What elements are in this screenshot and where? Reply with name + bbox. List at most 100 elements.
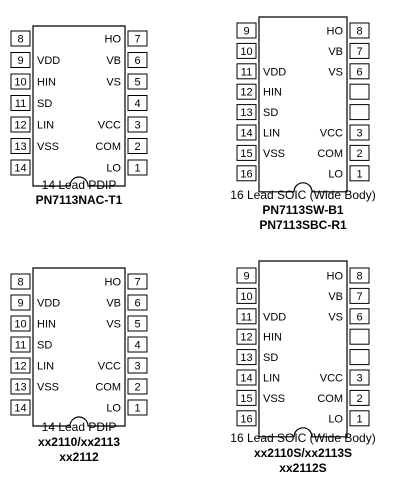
pin-number: 12: [240, 332, 252, 344]
pin-number: 10: [14, 319, 26, 331]
pin-number: 2: [134, 382, 140, 394]
pin-box: [236, 144, 257, 161]
pin-label: VDD: [37, 55, 60, 67]
pin-right: 4: [127, 95, 148, 111]
pin-right: 6VB: [106, 294, 148, 311]
pin-box: [236, 83, 257, 100]
pin-number: 2: [356, 393, 362, 405]
pin-label: VDD: [37, 298, 60, 310]
pin-right: 7VB: [328, 287, 370, 304]
pin-label: SD: [37, 98, 52, 110]
part-number: xx2110/xx2113: [38, 435, 120, 449]
pin-box: [236, 267, 257, 284]
pin-label: VSS: [37, 141, 59, 153]
pin-left: 9: [236, 267, 257, 284]
pin-label: LIN: [37, 361, 54, 373]
pin-label: LIN: [263, 128, 280, 140]
pin-number: 5: [134, 319, 140, 331]
pin-label: HIN: [37, 319, 56, 331]
pin-box: [10, 399, 31, 416]
pin-box: [10, 95, 31, 111]
pin-box: [127, 399, 148, 416]
pin-number: 3: [356, 373, 362, 385]
pin-number: 3: [356, 128, 362, 140]
pin-left: 16: [236, 410, 257, 427]
pin-right: [349, 104, 370, 121]
pin-left: 9 VDD: [10, 52, 60, 68]
pin-box: [349, 22, 370, 39]
pin-left: 12 HIN: [236, 328, 282, 345]
pin-right: 7VB: [328, 42, 370, 59]
pin-number: 5: [134, 77, 140, 89]
pin-number: 6: [356, 311, 362, 323]
pin-number: 9: [17, 298, 23, 310]
pin-right: 7HO: [105, 273, 148, 290]
pin-box: [10, 378, 31, 395]
pin-box: [349, 369, 370, 386]
pin-box: [349, 144, 370, 161]
pin-number: 16: [240, 413, 252, 425]
pin-box: [236, 328, 257, 345]
pin-box: [10, 315, 31, 332]
pin-number: 1: [356, 168, 362, 180]
pin-label: LIN: [263, 373, 280, 385]
pin-number: 1: [134, 403, 140, 415]
pin-label: LIN: [37, 120, 54, 132]
pin-number: 11: [241, 66, 252, 78]
part-number: xx2112: [59, 450, 99, 464]
pin-number: 15: [240, 148, 252, 160]
pin-number: 15: [240, 393, 252, 405]
pin-right: [349, 328, 370, 345]
pin-box: [127, 95, 148, 111]
pin-box: [127, 138, 148, 154]
pin-number: 2: [134, 141, 140, 153]
pin-box: [349, 410, 370, 427]
pin-number: 9: [17, 55, 23, 67]
pin-number: 11: [15, 340, 26, 352]
pin-number: 2: [356, 148, 362, 160]
pin-left: 10: [236, 42, 257, 59]
part-number: PN7113SW-B1: [262, 203, 343, 217]
chip-body: [32, 25, 126, 187]
pin-left: 9 VDD: [10, 294, 60, 311]
pin-number: 10: [14, 77, 26, 89]
pin-number: 1: [134, 163, 140, 175]
part-number: PN7113NAC-T1: [36, 193, 123, 207]
pin-label: VCC: [98, 120, 121, 132]
pin-label: HO: [327, 271, 344, 283]
pin-label: HIN: [263, 332, 282, 344]
pin-box: [349, 349, 370, 366]
pin-number: 8: [356, 26, 362, 38]
pin-number: 8: [17, 34, 23, 46]
pin-box: [349, 165, 370, 182]
pin-label: COM: [95, 382, 121, 394]
pin-box: [236, 124, 257, 141]
pin-label: VS: [106, 77, 121, 89]
package-name: 14 Lead PDIP: [42, 178, 117, 192]
pin-box: [349, 389, 370, 406]
pin-box: [10, 73, 31, 90]
pin-box: [236, 369, 257, 386]
pin-number: 16: [240, 168, 252, 180]
pin-number: 13: [240, 107, 252, 119]
pin-box: [10, 336, 31, 353]
pin-box: [349, 267, 370, 284]
pin-right: 1LO: [106, 399, 148, 416]
pin-box: [236, 22, 257, 39]
pin-label: HIN: [263, 87, 282, 99]
pin-right: 7HO: [105, 30, 148, 47]
pin-label: VB: [106, 298, 121, 310]
pin-left: 10: [236, 287, 257, 304]
pin-box: [10, 273, 31, 290]
pin-label: VCC: [98, 361, 121, 373]
pin-box: [236, 104, 257, 121]
